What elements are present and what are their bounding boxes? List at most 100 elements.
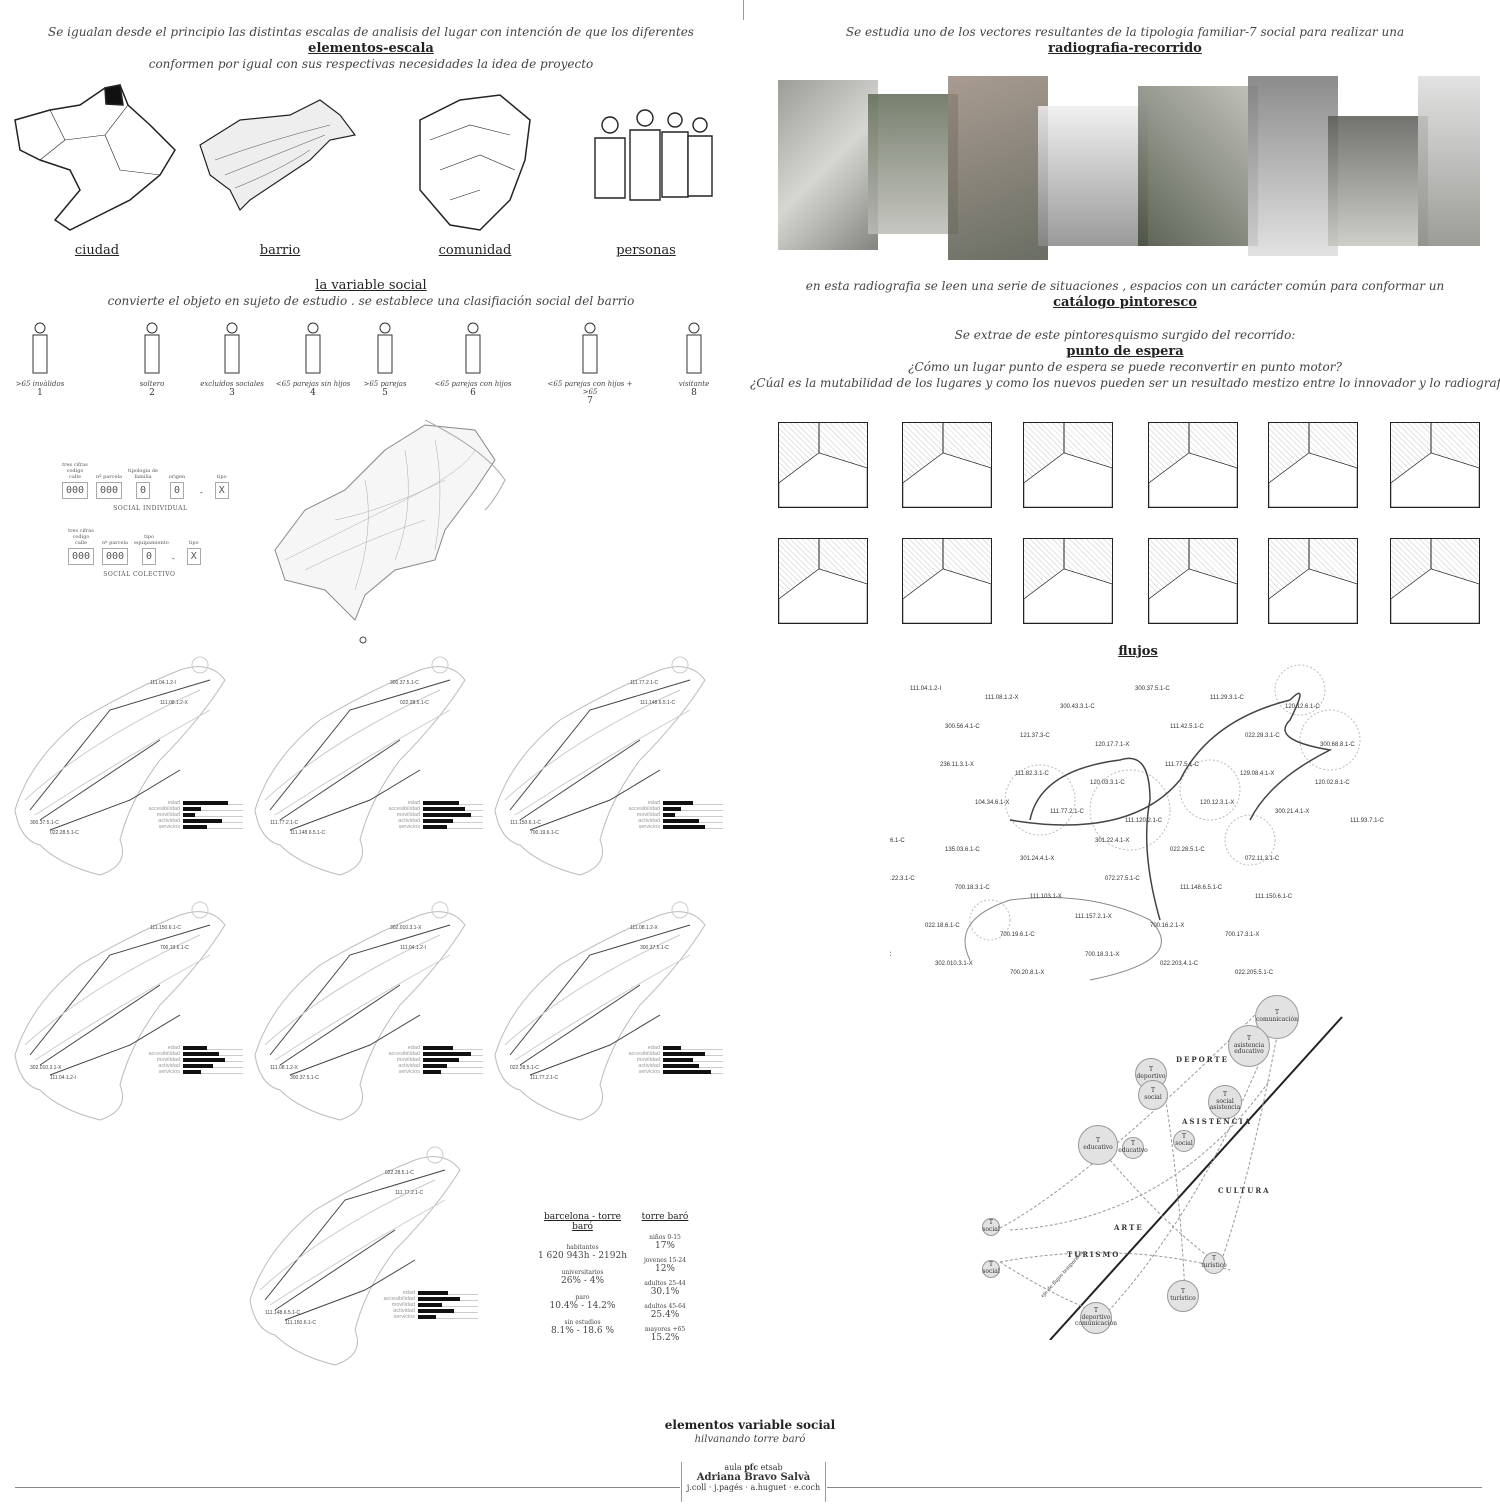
route-map-drawing bbox=[254, 901, 466, 1121]
legend-bar-fill bbox=[663, 1046, 681, 1050]
flow-label: 120.12.3.1-X bbox=[1200, 800, 1234, 806]
legend-bar-track bbox=[183, 1070, 243, 1074]
catalog-drawing bbox=[1390, 538, 1480, 624]
flow-label: 072.11.3.1-C bbox=[1245, 856, 1280, 862]
code-field-label: tipo bbox=[216, 474, 227, 480]
route-map-label: 022.28.5.1-C bbox=[50, 830, 79, 836]
stat-value: 12% bbox=[654, 1264, 675, 1274]
flow-label: 135.03.6.1-C bbox=[945, 847, 980, 853]
legend-label: movilidad bbox=[636, 812, 660, 818]
route-map-label: 111.08.1.2-X bbox=[270, 1065, 298, 1071]
flow-label: 111.42.5.1-C bbox=[1170, 724, 1204, 730]
legend-bar-fill bbox=[183, 1058, 225, 1062]
legend-bar-fill bbox=[423, 1052, 471, 1056]
flow-label: 700.16.2.1-X bbox=[1150, 923, 1184, 929]
footer-subtitle: hilvanando torre baró bbox=[694, 1434, 806, 1445]
flow-label: 700.17.3.1-X bbox=[1225, 932, 1259, 938]
person-silhouette-icon bbox=[465, 322, 481, 374]
stat-value: 10.4% - 14.2% bbox=[549, 1301, 616, 1311]
catalog-drawing bbox=[1390, 422, 1480, 508]
legend-bar-fill bbox=[663, 1058, 693, 1062]
legend-bar-fill bbox=[423, 1058, 459, 1062]
legend-bar-fill bbox=[418, 1309, 454, 1313]
code-caption: SOCIAL COLECTIVO bbox=[103, 571, 176, 578]
legend-bar-track bbox=[423, 1058, 483, 1062]
legend-bar-fill bbox=[418, 1315, 436, 1319]
route-map-label: 022.28.5.1-C bbox=[510, 1065, 539, 1071]
flujos-heading: flujos bbox=[1118, 644, 1158, 659]
legend-bar-track bbox=[418, 1291, 478, 1295]
legend-row: actividad bbox=[615, 1063, 723, 1069]
bubble-category: CULTURA bbox=[1218, 1186, 1271, 1195]
legend-bar-track bbox=[423, 825, 483, 829]
scale-label-comunidad: comunidad bbox=[438, 243, 512, 258]
radiografia-heading: radiografia-recorrido bbox=[1048, 41, 1202, 56]
route-map-label: 111.148.6.5.1-C bbox=[265, 1310, 301, 1316]
legend-label: movilidad bbox=[156, 812, 180, 818]
bubble-t: T bbox=[988, 1219, 993, 1227]
legend-bar-fill bbox=[183, 1070, 201, 1074]
flow-label: 120.12.6.1-C bbox=[1285, 704, 1320, 710]
legend-label: edad bbox=[167, 800, 180, 806]
variable-social-heading: la variable social bbox=[315, 278, 427, 293]
stat-key: mayores +65 bbox=[644, 1326, 686, 1333]
stat-value: 30.1% bbox=[650, 1287, 680, 1297]
flow-label: 120.02.8.1-C bbox=[1315, 780, 1350, 786]
route-map-label: 111.150.6.1-C bbox=[150, 925, 181, 931]
legend-bar-fill bbox=[663, 1070, 711, 1074]
legend-label: servicios bbox=[158, 824, 180, 830]
legend-label: servicios bbox=[158, 1069, 180, 1075]
legend-bar-track bbox=[423, 1046, 483, 1050]
legend-row: edad bbox=[615, 1045, 723, 1051]
person-silhouette-icon bbox=[144, 322, 160, 374]
scale-drawings bbox=[14, 84, 713, 231]
route-map-label: 111.148.6.5.1-C bbox=[290, 830, 326, 836]
legend-bar-track bbox=[183, 825, 243, 829]
legend-label: actividad bbox=[393, 1308, 415, 1314]
legend-label: actividad bbox=[638, 818, 660, 824]
legend-bar-fill bbox=[423, 801, 459, 805]
route-map-label: 111.08.1.2-X bbox=[160, 700, 188, 706]
legend-bar-track bbox=[423, 801, 483, 805]
route-map-drawing bbox=[494, 901, 706, 1121]
bubble-t: T bbox=[1180, 1288, 1185, 1296]
legend-row: movilidad bbox=[375, 812, 483, 818]
legend-label: accesibilidad bbox=[388, 1051, 421, 1057]
legend-row: edad bbox=[370, 1290, 478, 1296]
legend-bar-fill bbox=[663, 1052, 705, 1056]
flow-label: 022.9.1.1-C bbox=[890, 952, 892, 958]
legend-bar-track bbox=[418, 1315, 478, 1319]
legend-label: actividad bbox=[398, 818, 420, 824]
legend-bar-fill bbox=[418, 1297, 460, 1301]
legend-bar-track bbox=[663, 1070, 723, 1074]
legend-label: accesibilidad bbox=[628, 806, 661, 812]
catalog-drawing bbox=[1023, 422, 1113, 508]
legend-bar-fill bbox=[663, 825, 705, 829]
legend-row: movilidad bbox=[135, 812, 243, 818]
flow-label: 111.150.6.1-C bbox=[1255, 894, 1293, 900]
flow-label: 700.22.3.1-C bbox=[890, 876, 915, 882]
question-2: ¿Cúal es la mutabilidad de los lugares y… bbox=[750, 376, 1500, 390]
person-silhouette-icon bbox=[686, 322, 702, 374]
legend-bar-fill bbox=[183, 1064, 213, 1068]
category-label: visitante bbox=[678, 380, 710, 388]
legend-row: movilidad bbox=[615, 1057, 723, 1063]
legend-bar-track bbox=[663, 807, 723, 811]
scale-label-ciudad: ciudad bbox=[74, 243, 120, 258]
flow-label: 302.010.3.1-X bbox=[935, 961, 973, 967]
route-map-label: 111.08.1.2-X bbox=[630, 925, 658, 931]
code-field-value: 000 bbox=[61, 482, 89, 499]
bubble-t: T bbox=[1150, 1087, 1155, 1095]
legend-row: actividad bbox=[375, 1063, 483, 1069]
route-map-label: 302.010.3.1-X bbox=[30, 1065, 62, 1071]
flow-label: 300.56.4.1-C bbox=[945, 724, 980, 730]
flow-label: 022.18.6.1-C bbox=[925, 923, 960, 929]
